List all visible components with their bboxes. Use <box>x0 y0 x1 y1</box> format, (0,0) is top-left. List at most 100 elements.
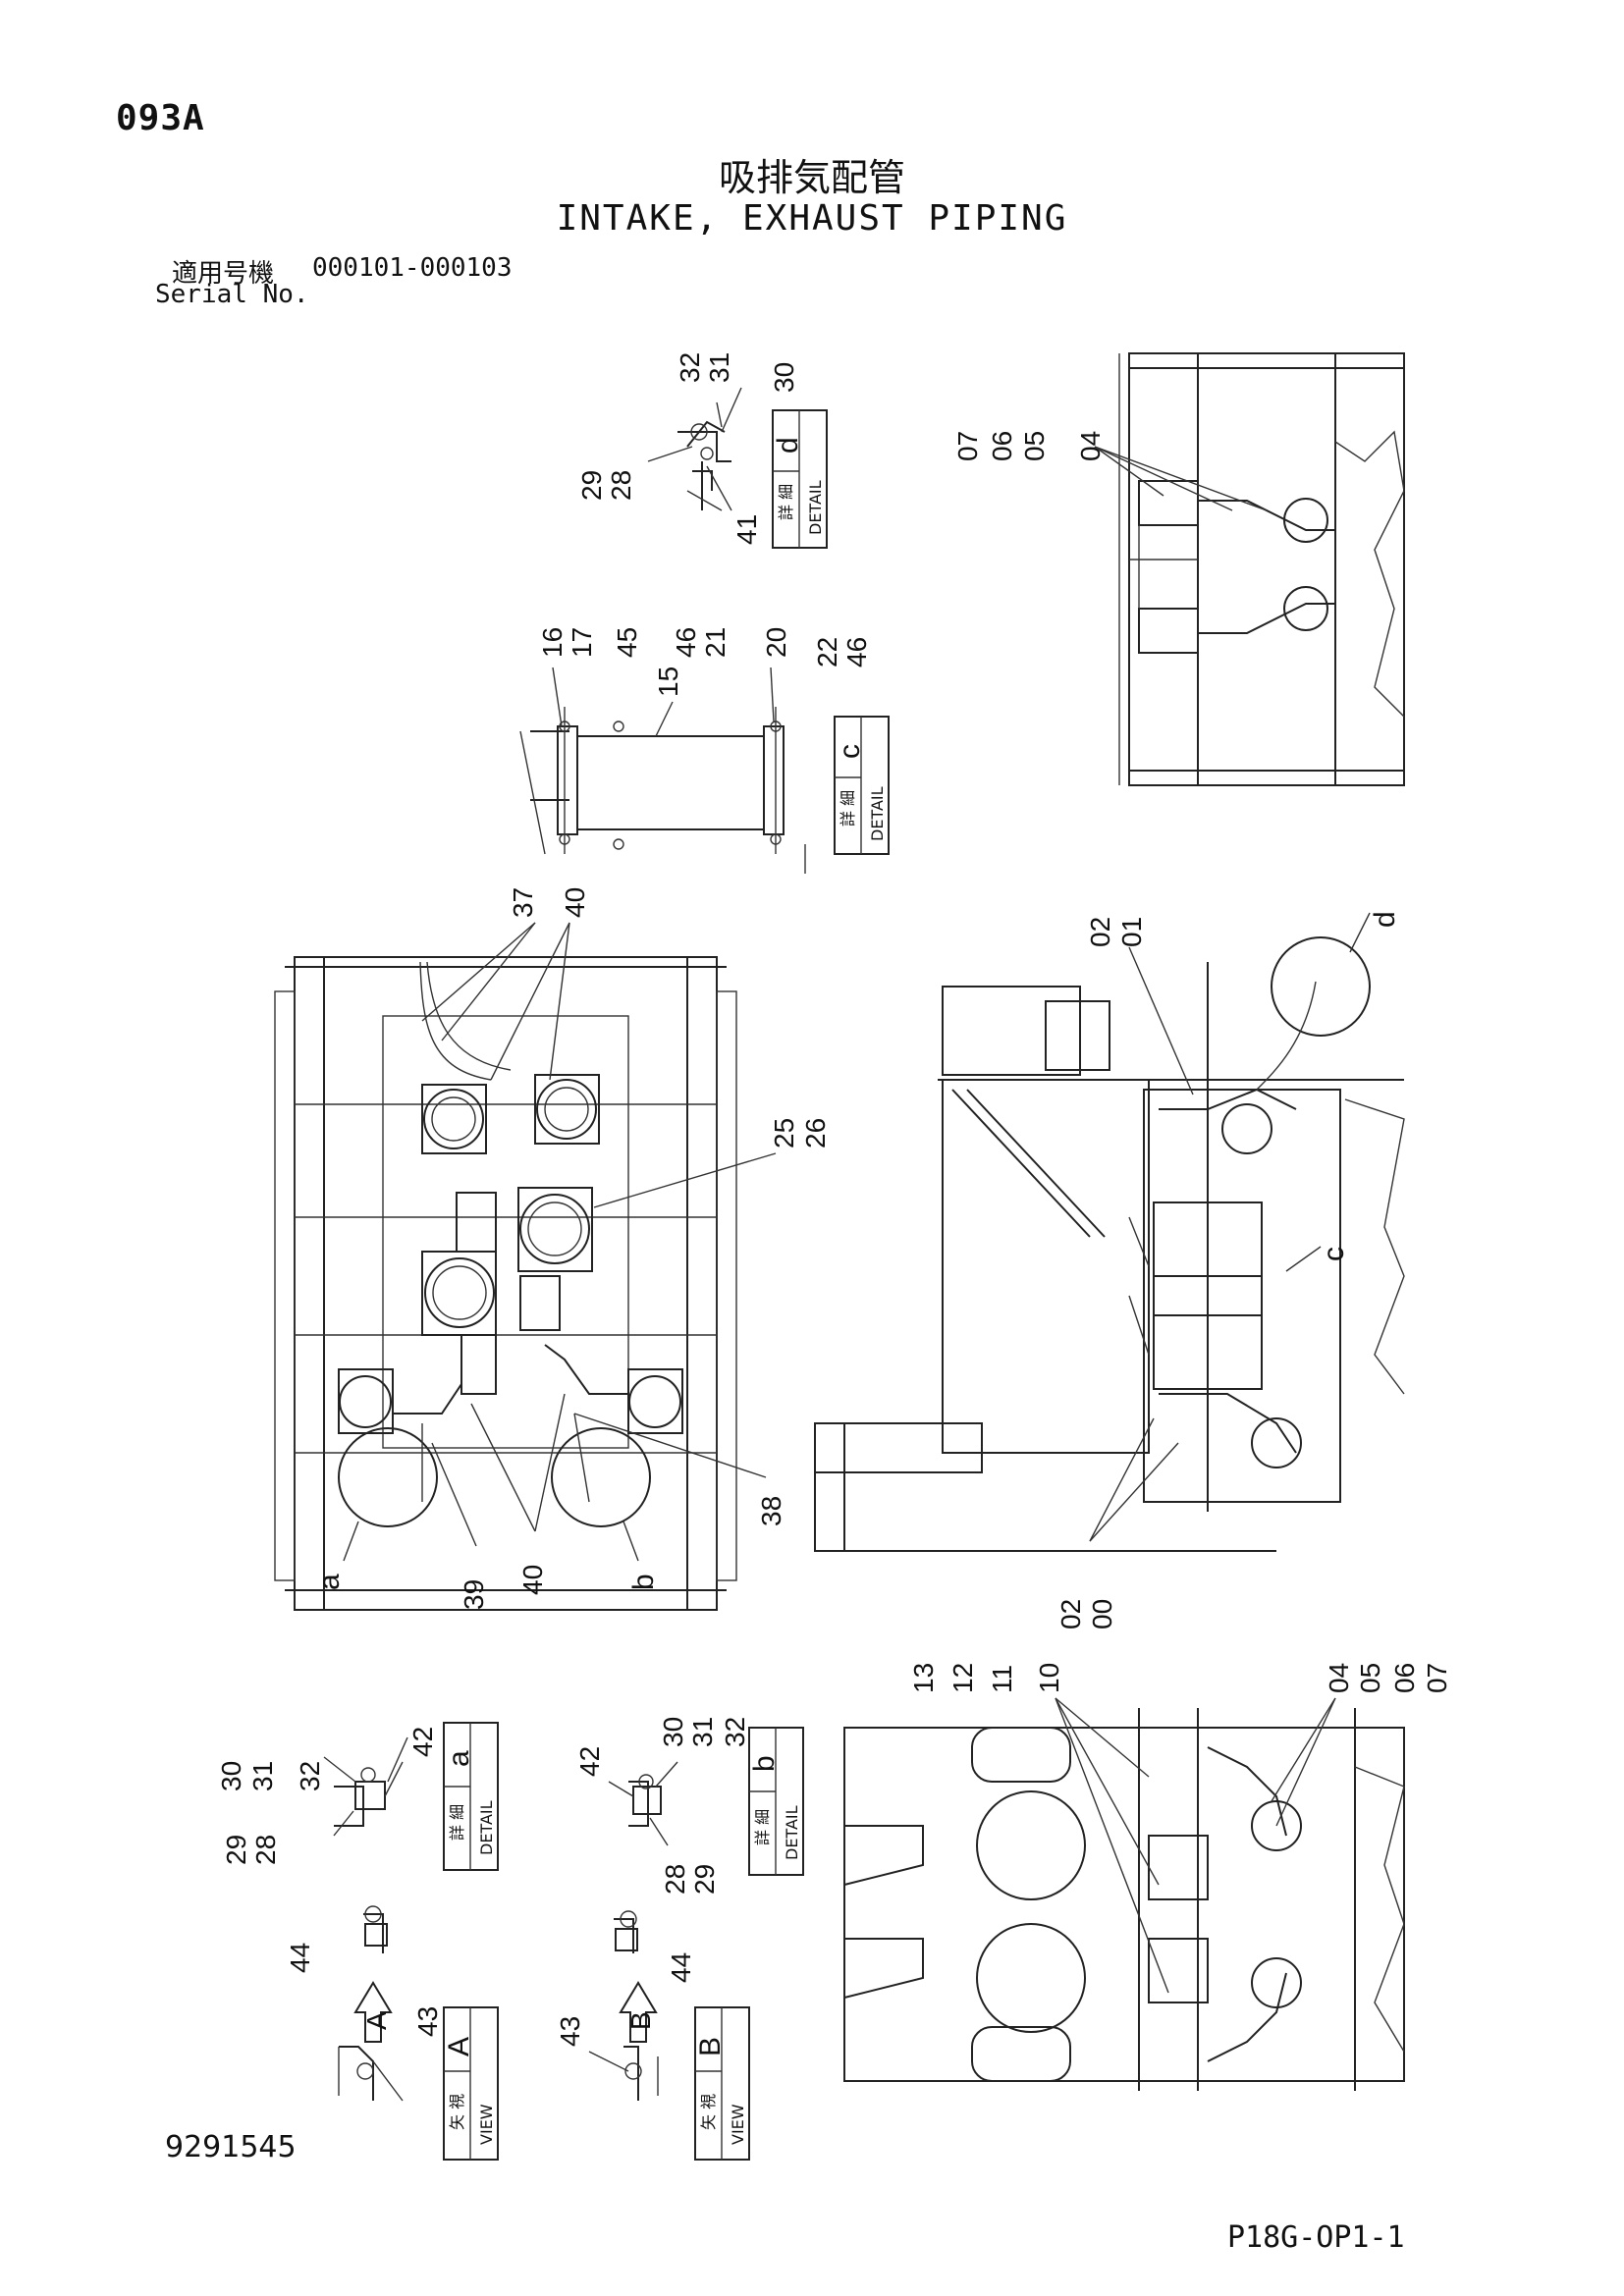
detail-b-drawing <box>608 1761 678 1846</box>
detail-a-drawing <box>323 1736 408 1837</box>
document-number: 9291545 <box>165 2130 297 2164</box>
detail-b-callouts: 42 30 31 32 28 29 <box>574 1717 750 1895</box>
callout-11: 11 <box>987 1665 1017 1693</box>
callout-38: 38 <box>756 1496 786 1526</box>
callout-07: 07 <box>952 431 983 461</box>
detail-c-callouts: 16 17 45 15 46 21 20 22 46 <box>537 627 872 737</box>
view-box-jp: 矢 視 <box>448 2094 466 2130</box>
callout-06: 06 <box>1389 1663 1420 1693</box>
detail-a-callouts: 30 31 32 42 29 28 <box>216 1727 438 1865</box>
plan-view-callouts: 37 40 25 26 38 40 39 a b <box>313 887 831 1610</box>
detail-box-letter: d <box>772 437 804 454</box>
page-code: 093A <box>116 98 205 138</box>
detail-c-drawing <box>519 707 806 874</box>
callout-28: 28 <box>606 470 636 501</box>
callout-39: 39 <box>459 1579 489 1610</box>
arrow-label-b: B <box>625 2011 656 2030</box>
callout-12: 12 <box>947 1663 978 1693</box>
top-right-callouts: 07 06 05 04 <box>952 431 1268 511</box>
circle-tag-c: c <box>1318 1247 1350 1261</box>
detail-box-jp: 詳 細 <box>448 1804 466 1841</box>
detail-box-en: DETAIL <box>868 786 887 841</box>
circle-tag-d: d <box>1369 911 1401 928</box>
callout-29: 29 <box>221 1835 251 1865</box>
view-a-callouts: 44 43 A <box>285 1943 443 2037</box>
detail-d-callouts: 32 31 30 29 28 41 <box>576 352 799 545</box>
callout-43: 43 <box>555 2016 585 2047</box>
callout-43: 43 <box>412 2006 443 2037</box>
arrow-label-a: A <box>361 2011 392 2030</box>
callout-20: 20 <box>761 627 791 658</box>
detail-box-b: 詳 細 DETAIL b <box>748 1727 804 1876</box>
serial-label-japanese: 適用号機 <box>172 259 275 289</box>
callout-32: 32 <box>720 1717 750 1747</box>
callout-42: 42 <box>574 1746 605 1777</box>
callout-05: 05 <box>1019 431 1050 461</box>
view-a-drawing <box>338 1905 404 2102</box>
circle-tag-b: b <box>627 1574 660 1590</box>
plan-view <box>274 956 737 1611</box>
view-b-drawing <box>588 1910 659 2101</box>
detail-box-c: 詳 細 DETAIL c <box>834 716 890 855</box>
bottom-right-view <box>843 1708 1405 2091</box>
side-view-callouts: 02 01 d c 02 00 <box>1056 911 1401 1629</box>
callout-31: 31 <box>687 1717 718 1747</box>
callout-16: 16 <box>537 627 568 658</box>
detail-box-letter: c <box>834 744 866 759</box>
detail-box-jp: 詳 細 <box>753 1809 772 1845</box>
page-title-japanese: 吸排気配管 <box>718 156 905 199</box>
side-view <box>814 936 1405 1552</box>
detail-box-letter: a <box>443 1750 475 1767</box>
callout-02: 02 <box>1085 917 1115 947</box>
callout-02b: 02 <box>1056 1599 1086 1629</box>
view-b-callouts: 44 43 B <box>555 1952 696 2047</box>
detail-box-jp: 詳 細 <box>777 484 795 520</box>
serial-range: 000101-000103 <box>312 253 513 283</box>
callout-04: 04 <box>1324 1663 1354 1693</box>
sheet-code: P18G-OP1-1 <box>1227 2220 1405 2255</box>
callout-30: 30 <box>216 1761 246 1791</box>
detail-box-jp: 詳 細 <box>839 790 857 827</box>
callout-05: 05 <box>1355 1663 1385 1693</box>
detail-box-d: 詳 細 DETAIL d <box>772 409 828 549</box>
view-box-jp: 矢 視 <box>699 2094 718 2130</box>
callout-13: 13 <box>908 1663 939 1693</box>
callout-37: 37 <box>508 887 538 918</box>
serial-label-english: Serial No. <box>155 280 309 309</box>
callout-29: 29 <box>689 1864 720 1895</box>
callout-01: 01 <box>1116 917 1147 947</box>
callout-41: 41 <box>731 514 762 545</box>
view-box-letter: A <box>443 2037 475 2056</box>
callout-00: 00 <box>1087 1599 1117 1629</box>
detail-box-a: 詳 細 DETAIL a <box>443 1722 499 1871</box>
callout-29: 29 <box>576 470 607 501</box>
callout-04: 04 <box>1075 431 1106 461</box>
view-box-en: VIEW <box>477 2104 496 2145</box>
callout-40b: 40 <box>517 1565 548 1595</box>
callout-28: 28 <box>250 1835 281 1865</box>
callout-22: 22 <box>812 637 842 667</box>
callout-15: 15 <box>653 667 683 697</box>
callout-42: 42 <box>407 1727 438 1757</box>
detail-box-en: DETAIL <box>477 1800 496 1855</box>
detail-box-letter: b <box>748 1755 781 1772</box>
view-box-a: 矢 視 VIEW A <box>443 2006 499 2161</box>
detail-d-drawing <box>647 387 742 511</box>
callout-30: 30 <box>658 1717 688 1747</box>
bottom-right-callouts: 13 12 11 10 04 05 06 07 <box>908 1663 1452 1994</box>
callout-44: 44 <box>666 1952 696 1983</box>
callout-40: 40 <box>560 887 590 918</box>
callout-31: 31 <box>247 1761 278 1791</box>
callout-25: 25 <box>769 1118 799 1148</box>
view-box-b: 矢 視 VIEW B <box>694 2006 750 2161</box>
callout-07: 07 <box>1422 1663 1452 1693</box>
callout-06: 06 <box>987 431 1017 461</box>
detail-box-en: DETAIL <box>806 480 825 535</box>
view-box-letter: B <box>694 2037 727 2056</box>
top-right-view <box>1118 352 1405 786</box>
callout-46b: 46 <box>841 637 872 667</box>
circle-tag-a: a <box>313 1574 346 1590</box>
detail-box-en: DETAIL <box>783 1805 801 1860</box>
callout-17: 17 <box>567 627 597 658</box>
